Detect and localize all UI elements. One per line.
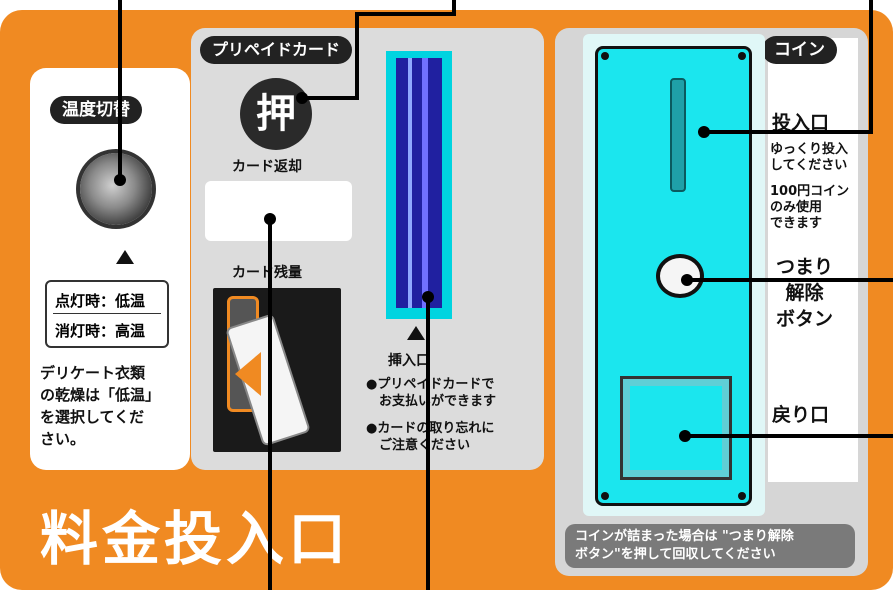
card-remaining-display: [213, 288, 341, 452]
screw-icon: [601, 492, 609, 500]
screw-icon: [738, 52, 746, 60]
leader-line: [355, 12, 456, 16]
page-title: 料金投入口: [40, 505, 351, 573]
leader-line: [300, 96, 359, 100]
card-slot-label: 挿入口: [388, 353, 430, 369]
screw-icon: [738, 492, 746, 500]
leader-dot: [264, 213, 276, 225]
mode-lit-label: 点灯時：低温: [55, 292, 146, 310]
leader-dot: [698, 126, 710, 138]
leader-line: [118, 0, 122, 180]
leader-dot: [679, 430, 691, 442]
coin-insert-note-1: ゆっくり投入 してください: [770, 142, 849, 173]
card-remaining-label: カード残量: [232, 265, 302, 281]
temperature-mode-legend: 点灯時：低温 消灯時：高温: [45, 280, 169, 348]
screw-icon: [601, 52, 609, 60]
leader-line: [355, 12, 359, 100]
coin-insert-note-2: 100円コイン のみ使用 できます: [770, 184, 850, 231]
leader-dot: [681, 274, 693, 286]
prepaid-tab-label: プリペイドカード: [200, 36, 353, 64]
mode-divider: [53, 313, 161, 314]
coin-jam-label: つまり 解除 ボタン: [776, 256, 834, 330]
leader-line: [686, 278, 893, 282]
leader-line: [426, 296, 430, 590]
temperature-section: [30, 68, 190, 470]
prepaid-note-2: ●カードの取り忘れに ご注意ください: [366, 421, 495, 453]
card-insert-slot[interactable]: [396, 58, 442, 308]
coin-jam-release-button[interactable]: [656, 254, 704, 298]
triangle-up-icon: [407, 326, 425, 340]
coin-label-area: [768, 38, 858, 482]
coin-insert-slot[interactable]: [670, 78, 686, 192]
arrow-left-icon: [235, 352, 261, 396]
leader-line: [869, 0, 873, 134]
card-return-push-button[interactable]: 押: [240, 78, 312, 150]
leader-dot: [114, 174, 126, 186]
leader-line: [684, 434, 893, 438]
mode-unlit-label: 消灯時：高温: [55, 322, 146, 340]
leader-dot: [296, 92, 308, 104]
temperature-tab-label: 温度切替: [50, 96, 142, 124]
leader-line: [704, 130, 873, 134]
prepaid-note-1: ●プリペイドカードで お支払いができます: [366, 377, 497, 409]
temperature-switch-button[interactable]: [80, 153, 152, 225]
leader-line: [268, 218, 272, 590]
leader-line: [452, 0, 456, 14]
coin-insert-label: 投入口: [772, 112, 830, 134]
leader-dot: [422, 291, 434, 303]
triangle-up-icon: [116, 250, 134, 264]
coin-tab-label: コイン: [762, 36, 837, 64]
coin-return-slot-inner: [630, 386, 722, 470]
coin-jam-note: コインが詰まった場合は "つまり解除 ボタン"を押して回収してください: [565, 524, 855, 568]
coin-return-label: 戻り口: [772, 404, 830, 426]
card-return-label: カード返却: [232, 159, 302, 175]
delicate-note: デリケート衣類 の乾燥は「低温」 を選択してくだ さい。: [40, 364, 161, 448]
card-return-display: [205, 181, 352, 241]
